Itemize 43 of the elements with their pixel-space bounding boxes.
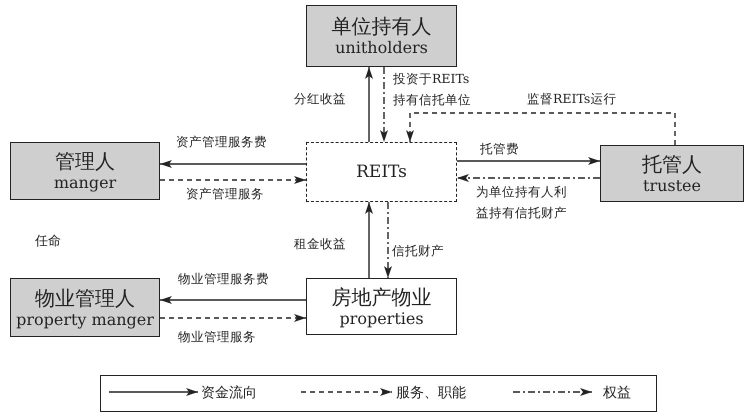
node-title: REITs: [356, 162, 407, 182]
arrow: [160, 296, 306, 304]
entity-box: [306, 278, 457, 335]
edge-label: 资产管理服务: [186, 185, 265, 203]
edge-label: 物业管理服务费: [178, 270, 270, 288]
entity-box: [10, 278, 160, 337]
edge-label: 为单位持有人利益持有信托财产: [476, 183, 568, 222]
node-title: 房地产物业: [332, 284, 432, 308]
edge-label: 物业管理服务: [178, 328, 257, 346]
arrow: [457, 157, 600, 165]
edge-label: 投资于REITs 持有信托单位: [393, 70, 472, 109]
arrow: [406, 112, 676, 145]
node-title: 单位持有人: [332, 14, 432, 38]
entity-box: [10, 142, 160, 200]
arrow: [365, 202, 373, 278]
arrow: [457, 174, 600, 182]
node-title: 物业管理人: [35, 286, 135, 310]
arrow: [384, 202, 392, 278]
arrow: [380, 67, 388, 142]
legend-label: 服务、职能: [396, 384, 466, 402]
arrow: [160, 314, 306, 322]
arrow: [160, 176, 306, 184]
node-subtitle: properties: [339, 308, 424, 328]
node-subtitle: manger: [54, 173, 116, 193]
node-title: 托管人: [642, 152, 702, 176]
node-subtitle: property manger: [16, 310, 154, 330]
node-subtitle: unitholders: [335, 38, 428, 58]
node-subtitle: trustee: [643, 176, 701, 196]
edge-label: 分红收益: [293, 90, 346, 108]
edge-label: 信托财产: [392, 242, 445, 260]
node-title: 管理人: [55, 149, 115, 173]
note-text: 任命: [35, 233, 61, 250]
edge-label: 资产管理服务费: [176, 133, 268, 151]
dashed-box: [306, 142, 457, 202]
arrow: [160, 160, 306, 168]
edge-label: 监督REITs运行: [527, 90, 618, 108]
edge-label: 托管费: [480, 140, 520, 158]
entity-box: [600, 145, 744, 202]
entity-box: [306, 5, 457, 67]
legend-label: 权益: [603, 384, 631, 402]
arrow: [365, 67, 373, 142]
edge-label: 租金收益: [293, 235, 346, 253]
legend-label: 资金流向: [201, 384, 257, 402]
